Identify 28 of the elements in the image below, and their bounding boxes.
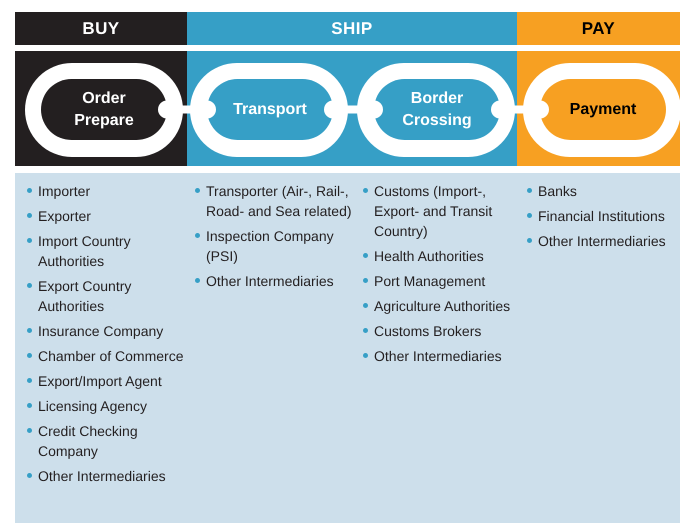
list-item: Exporter (38, 207, 91, 226)
chain-connector (324, 100, 383, 118)
list-item: Health Authorities (374, 247, 484, 266)
list-item: Insurance Company (38, 322, 164, 341)
list-item: Banks (538, 182, 577, 201)
phase-header: BUY (15, 12, 187, 45)
list-item: Chamber of Commerce (38, 347, 184, 366)
list-item: Import Country Authorities (38, 232, 132, 271)
list-item: Credit Checking Company (38, 422, 139, 461)
list-item: Export Country Authorities (38, 277, 132, 316)
list-item: Other Intermediaries (374, 347, 502, 366)
list-item: Export/Import Agent (38, 372, 162, 391)
chain-connector (158, 100, 216, 118)
list-item: Importer (38, 182, 90, 201)
list-item: Customs Brokers (374, 322, 482, 341)
list-item: Inspection Company (PSI) (206, 227, 335, 266)
list-item: Financial Institutions (538, 207, 665, 226)
chain-connector (491, 100, 549, 118)
list-item: Other Intermediaries (206, 272, 334, 291)
list-item: Customs (Import-, Export- and Transit Country) (374, 182, 494, 241)
phase-header: PAY (517, 12, 680, 45)
list-item: Licensing Agency (38, 397, 147, 416)
list-item: Transporter (Air-, Rail-, Road- and Sea related) (206, 182, 353, 221)
list-item: Agriculture Authorities (374, 297, 510, 316)
phase-header: SHIP (187, 12, 517, 45)
list-item: Other Intermediaries (38, 467, 166, 486)
list-item: Other Intermediaries (538, 232, 666, 251)
list-item: Port Management (374, 272, 486, 291)
